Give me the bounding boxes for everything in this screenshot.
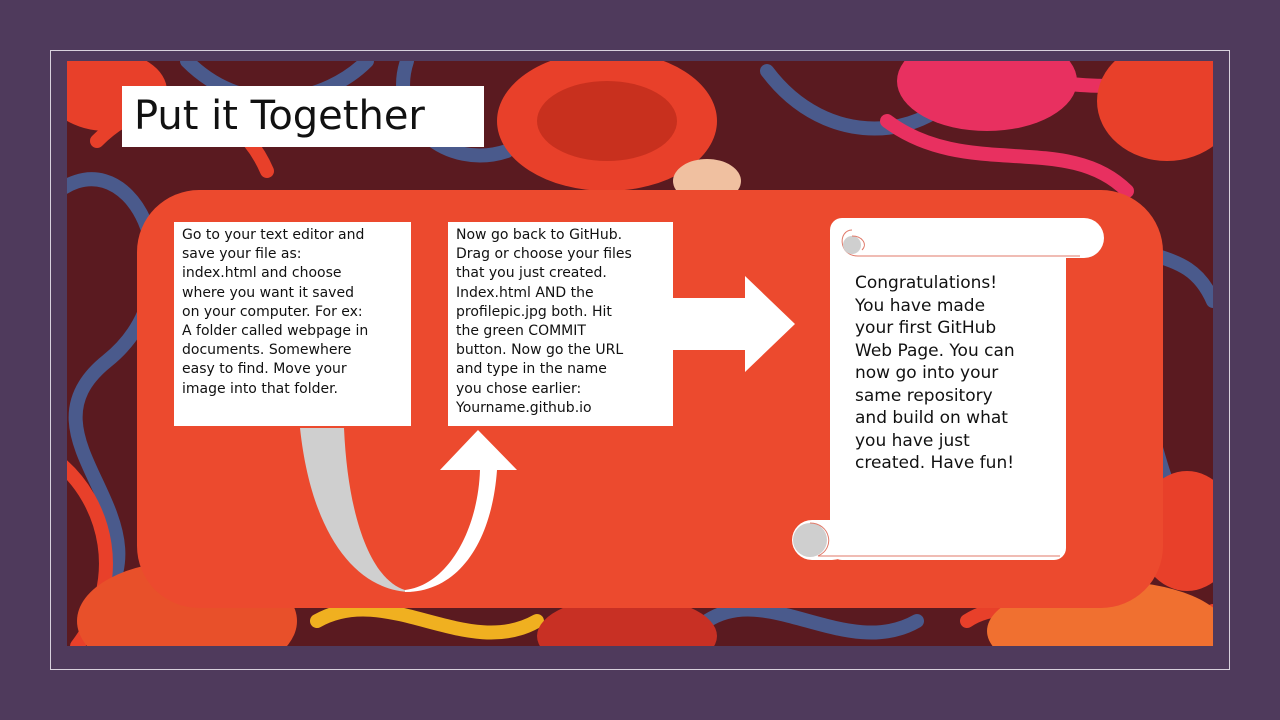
scroll-line: your first GitHub <box>855 318 997 338</box>
step-two-line: Now go back to GitHub. <box>456 227 623 243</box>
step-one-line: on your computer. For ex: <box>182 303 363 320</box>
step-two-line: and type in the name <box>456 361 607 378</box>
step-two-line: that you just created. <box>456 265 607 282</box>
step-two-line: Drag or choose your files <box>456 246 632 263</box>
step-two-line: you chose earlier: <box>456 380 582 397</box>
step-one-textbox: Go to your text editor and save your fil… <box>174 222 411 426</box>
step-two-textbox: Now go back to GitHub. Drag or choose yo… <box>448 222 673 426</box>
step-two-line: Index.html AND the <box>456 284 594 301</box>
step-one-line: save your file as: <box>182 246 302 263</box>
step-one-line: easy to find. Move your <box>182 361 347 378</box>
step-one-line: image into that folder. <box>182 380 339 397</box>
step-two-line: profilepic.jpg both. Hit <box>456 303 612 320</box>
title-box: Put it Together <box>122 86 484 147</box>
scroll-line: you have just <box>855 430 970 451</box>
scroll-line: You have made <box>855 295 986 316</box>
step-one-line: A folder called webpage in <box>182 323 369 340</box>
scroll-line: now go into your <box>855 363 999 383</box>
step-two-line: the green COMMIT <box>456 323 586 340</box>
step-two-line: Yourname.github.io <box>456 399 592 416</box>
scroll-line: Web Page. You can <box>855 340 1015 361</box>
scroll-line: Congratulations! <box>855 273 998 293</box>
step-two-line: button. Now go the URL <box>456 342 624 359</box>
step-one-line: index.html and choose <box>182 265 342 282</box>
slide-frame <box>50 50 1230 670</box>
slide-title: Put it Together <box>134 93 425 139</box>
congratulations-text: Congratulations! You have made your firs… <box>855 272 1055 475</box>
scroll-line: same repository <box>855 385 993 406</box>
step-one-line: where you want it saved <box>182 284 354 301</box>
scroll-line: created. Have fun! <box>855 453 1015 473</box>
scroll-line: and build on what <box>855 408 1008 428</box>
step-one-line: Go to your text editor and <box>182 227 365 243</box>
step-one-line: documents. Somewhere <box>182 342 352 359</box>
